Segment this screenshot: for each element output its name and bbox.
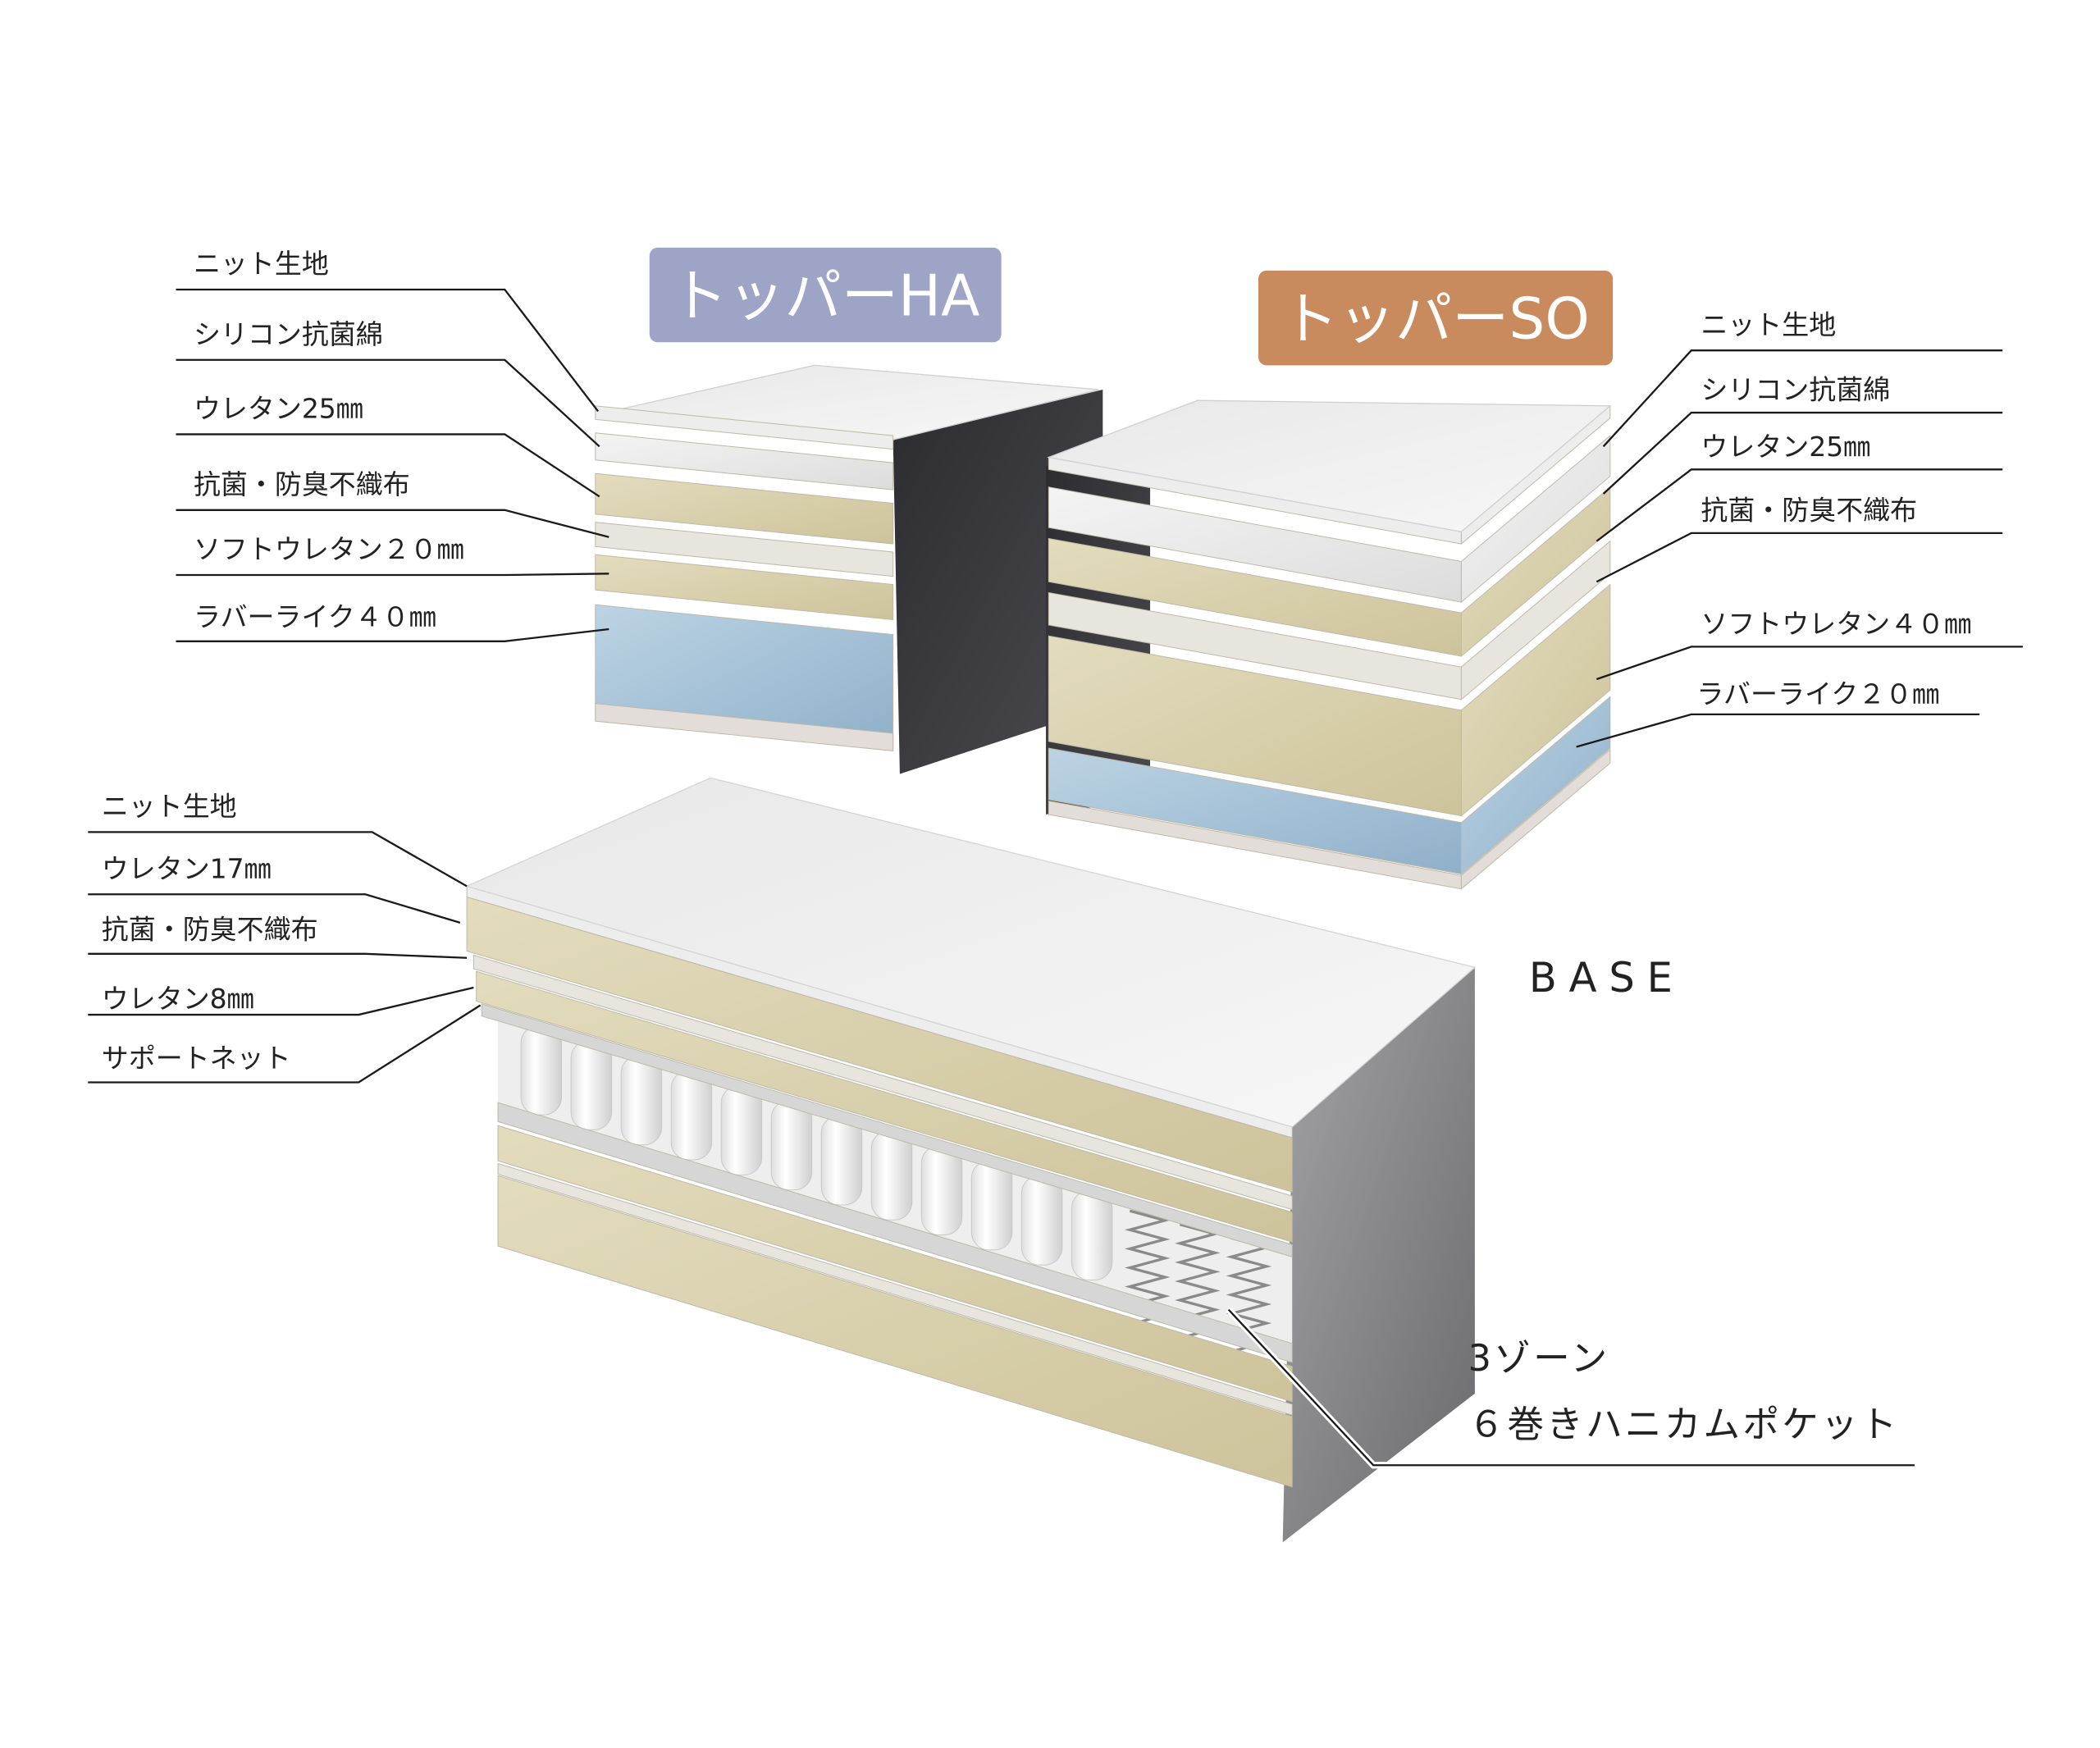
base-layer-lower-net (497, 1102, 1293, 1363)
base-layer-lower-nonwoven (497, 1162, 1293, 1416)
pocket-spring-cylinder (520, 1025, 563, 1116)
base-leader-urethane8 (88, 986, 474, 1016)
spring-leader (1227, 1308, 1915, 1467)
ha-layer-bottom (595, 703, 894, 751)
ha-leader-nonwoven (176, 509, 609, 538)
base-label-nonwoven: 抗菌・防臭不織布 (102, 914, 318, 946)
topper-so-layers (1048, 404, 1611, 890)
topper-ha-title: トッパーHA (671, 263, 980, 329)
spring-type-label: ６巻きハニカムポケット (1468, 1403, 1900, 1446)
so-label-silicon: シリコン抗菌綿 (1701, 374, 1890, 406)
base-block (465, 777, 1477, 1543)
topper-so-labels: ニット生地 シリコン抗菌綿 ウレタン25㎜ 抗菌・防臭不織布 ソフトウレタン４０… (1576, 308, 2023, 748)
base-label-knit: ニット生地 (102, 791, 237, 823)
ha-label-rubber: ラバーライク４０㎜ (194, 601, 436, 633)
base-leader-knit (88, 831, 468, 888)
base-layer-urethane17 (466, 896, 1293, 1193)
pocket-spring-cylinder (670, 1070, 713, 1161)
topper-ha-labels: ニット生地 シリコン抗菌綿 ウレタン25㎜ 抗菌・防臭不織布 ソフトウレタン２０… (176, 248, 609, 642)
topper-so-title: トッパーSO (1281, 286, 1590, 352)
pocket-spring-cylinder (970, 1160, 1013, 1251)
ha-label-soft-urethane: ソフトウレタン２０㎜ (194, 533, 464, 565)
topper-ha-block (595, 364, 1103, 774)
so-layer-rubber-side (1460, 696, 1611, 875)
so-leader-knit (1602, 349, 2003, 448)
topper-ha-layers (595, 405, 894, 751)
base-layer-lower-urethane (497, 1125, 1293, 1403)
pocket-spring-cylinder (870, 1130, 913, 1221)
so-layer-silicon-side (1460, 435, 1611, 604)
topper-so-block (1046, 399, 1612, 890)
so-layer-bottom-side (1460, 748, 1611, 890)
topper-ha-title-box (649, 247, 1002, 343)
base-layer-urethane8 (476, 970, 1293, 1243)
ha-leader-knit (176, 288, 600, 413)
ha-label-nonwoven: 抗菌・防臭不織布 (194, 468, 410, 500)
so-leader-nonwoven (1596, 532, 2003, 583)
ha-layer-nonwoven (595, 522, 894, 577)
base-label-support-net: サポートネット (102, 1042, 291, 1074)
so-layer-soft-urethane-side (1460, 583, 1611, 817)
pocket-spring-cylinder (1071, 1190, 1113, 1280)
ha-label-urethane: ウレタン25㎜ (194, 393, 363, 425)
base-leader-nonwoven (88, 952, 468, 959)
pocket-spring-cylinder (570, 1040, 613, 1130)
base-leader-support-net (88, 1004, 482, 1084)
base-pocket-springs (520, 1025, 1113, 1280)
pocket-spring-cylinder (720, 1084, 763, 1175)
base-layer-nonwoven (472, 954, 1293, 1211)
ha-label-silicon: シリコン抗菌綿 (194, 318, 383, 350)
so-leader-soft-urethane (1596, 646, 2023, 681)
so-label-nonwoven: 抗菌・防臭不織布 (1701, 494, 1917, 526)
ha-layer-urethane (595, 472, 894, 545)
base-top-face (465, 777, 1477, 1128)
topper-so-title-box (1258, 270, 1614, 366)
base-layer-bottom-urethane (497, 1175, 1293, 1488)
pocket-spring-cylinder (1020, 1175, 1063, 1266)
ha-leader-silicon (176, 358, 600, 448)
base-layer-support-net (481, 1003, 1293, 1257)
so-label-rubber: ラバーライク２０㎜ (1696, 678, 1939, 710)
topper-so-top-face (1046, 399, 1612, 532)
spring-zone-label: 3ゾーン (1468, 1337, 1610, 1380)
pocket-spring-cylinder (620, 1055, 663, 1146)
base-side-panel (1282, 967, 1475, 1543)
pocket-spring-cylinder (920, 1145, 963, 1236)
ha-layer-silicon (595, 432, 894, 491)
base-layers (466, 885, 1293, 1488)
base-label-urethane17: ウレタン17㎜ (102, 852, 272, 884)
ha-layer-soft-urethane (595, 554, 894, 620)
ha-leader-rubber (176, 628, 609, 642)
so-label-knit: ニット生地 (1701, 308, 1836, 340)
so-label-urethane: ウレタン25㎜ (1701, 431, 1870, 463)
ha-leader-urethane (176, 433, 600, 498)
so-label-soft-urethane: ソフトウレタン４０㎜ (1701, 608, 1971, 640)
so-leader-silicon (1602, 411, 2003, 495)
so-leader-rubber (1576, 713, 1980, 748)
pocket-spring-cylinder (820, 1115, 863, 1206)
ha-label-knit: ニット生地 (194, 248, 329, 280)
base-labels: ニット生地 ウレタン17㎜ 抗菌・防臭不織布 ウレタン8㎜ サポートネット (88, 791, 482, 1084)
so-leader-urethane (1596, 468, 2003, 542)
so-layer-nonwoven-side (1460, 540, 1611, 701)
base-title: BASE (1529, 954, 1685, 1002)
ha-layer-knit (595, 405, 894, 450)
base-leader-urethane17 (88, 893, 461, 924)
ha-leader-soft-urethane (176, 573, 609, 577)
pocket-spring-cylinder (770, 1100, 813, 1191)
base-label-urethane8: ウレタン8㎜ (102, 983, 254, 1015)
spring-callout: 3ゾーン ６巻きハニカムポケット (1226, 1307, 1915, 1469)
